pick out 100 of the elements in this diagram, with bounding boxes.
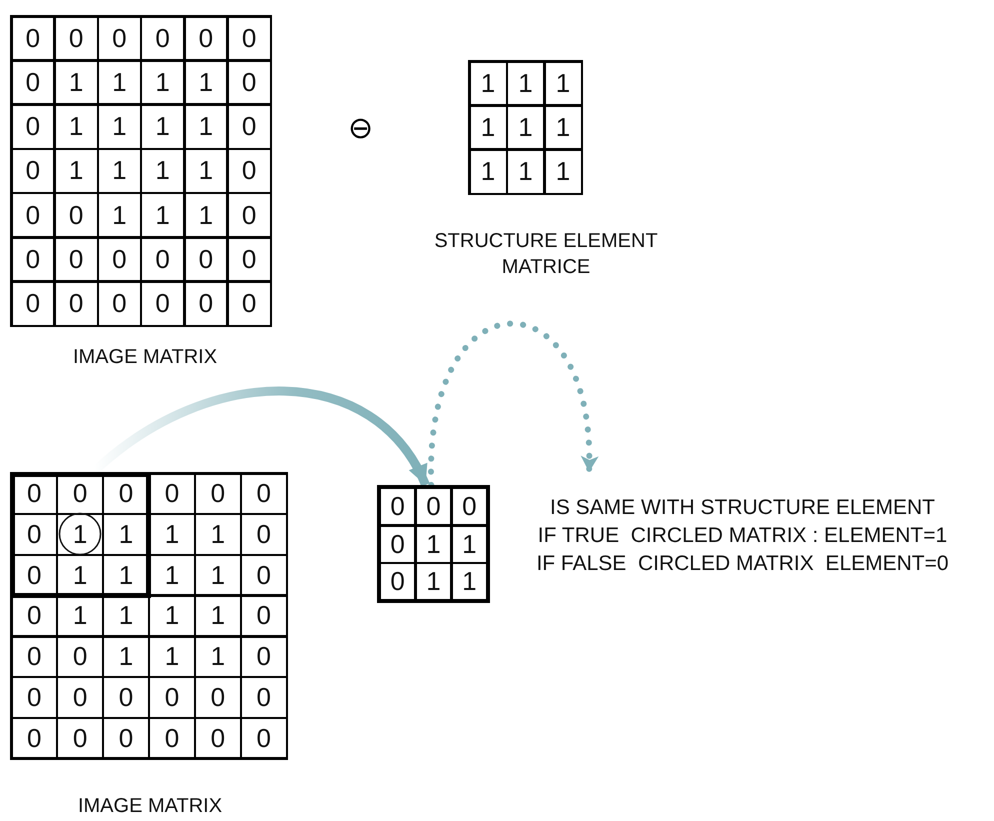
matrix-cell: 0 — [242, 556, 286, 594]
matrix-caption: IMAGE MATRIX — [76, 794, 224, 819]
matrix-cell: 1 — [104, 556, 148, 594]
matrix-cell: 0 — [104, 719, 148, 758]
matrix-cell: 0 — [104, 678, 148, 717]
matrix-cell: 1 — [56, 106, 96, 148]
matrix-cell: 0 — [12, 282, 54, 324]
matrix-cell: 0 — [56, 18, 96, 60]
matrix-cell: 1 — [58, 556, 102, 594]
matrix-cell: 0 — [242, 596, 286, 636]
matrix-cell: 0 — [56, 238, 96, 280]
matrix-cell: 1 — [470, 62, 506, 104]
matrix-cell: 0 — [12, 678, 56, 717]
matrix-cell: 0 — [150, 719, 194, 758]
matrix-cell: 1 — [196, 596, 240, 636]
matrix-cell: 1 — [99, 62, 140, 104]
matrix-cell: 1 — [56, 62, 96, 104]
matrix-cell: 1 — [142, 106, 183, 148]
matrix-cell: 1 — [58, 596, 102, 636]
matrix-cell: 0 — [381, 489, 414, 524]
matrix-cell: 0 — [99, 282, 140, 324]
matrix-cell: 0 — [12, 62, 54, 104]
matrix-cell: 1 — [452, 564, 486, 599]
matrix-cell: 1 — [546, 106, 580, 148]
matrix-cell: 1 — [546, 62, 580, 104]
matrix-cell: 1 — [142, 62, 183, 104]
matrix-cell: 0 — [56, 282, 96, 324]
matrix-cell: 0 — [58, 719, 102, 758]
matrix-cell: 0 — [56, 194, 96, 236]
matrix-cell: 1 — [508, 150, 543, 192]
matrix-caption: STRUCTURE ELEMENT MATRICE — [433, 229, 659, 280]
matrix-cell: 0 — [228, 194, 270, 236]
matrix-cell: 0 — [242, 638, 286, 676]
matrix-cell: 1 — [142, 150, 183, 192]
matrix-cell: 0 — [186, 238, 226, 280]
matrix-cell: 1 — [416, 526, 450, 562]
matrix-cell: 0 — [12, 515, 56, 554]
matrix-cell: 1 — [150, 556, 194, 594]
matrix-cell: 0 — [242, 678, 286, 717]
matrix-caption: IMAGE MATRIX — [72, 345, 218, 370]
matrix-cell: 1 — [508, 62, 543, 104]
matrix-cell: 0 — [196, 678, 240, 717]
matrix-cell: 1 — [470, 106, 506, 148]
matrix-cell: 0 — [58, 638, 102, 676]
matrix-cell: 0 — [196, 719, 240, 758]
matrix-cell: 1 — [186, 194, 226, 236]
matrix-cell: 1 — [142, 194, 183, 236]
matrix-cell: 0 — [12, 106, 54, 148]
matrix-cell: 0 — [186, 282, 226, 324]
matrix-cell: 0 — [142, 18, 183, 60]
matrix-cell: 0 — [228, 18, 270, 60]
matrix-cell: 1 — [186, 106, 226, 148]
rule-text: IF FALSE CIRCLED MATRIX ELEMENT=0 — [535, 551, 950, 577]
matrix-cell: 0 — [228, 282, 270, 324]
matrix-cell: 1 — [546, 150, 580, 192]
matrix-cell: 0 — [186, 18, 226, 60]
matrix-cell: 1 — [150, 638, 194, 676]
rule-text: IF TRUE CIRCLED MATRIX : ELEMENT=1 — [536, 523, 948, 549]
matrix-cell: 0 — [12, 18, 54, 60]
matrix-grid — [377, 485, 490, 603]
operator-symbol: ⊖ — [348, 114, 373, 144]
matrix-cell: 0 — [58, 474, 102, 513]
matrix-cell: 1 — [104, 596, 148, 636]
matrix-cell: 1 — [452, 526, 486, 562]
matrix-cell: 0 — [150, 678, 194, 717]
matrix-cell: 0 — [12, 719, 56, 758]
matrix-cell: 1 — [186, 150, 226, 192]
matrix-cell: 1 — [196, 638, 240, 676]
matrix-cell: 0 — [228, 238, 270, 280]
matrix-cell: 0 — [228, 150, 270, 192]
matrix-cell: 1 — [58, 515, 102, 554]
matrix-cell: 0 — [12, 556, 56, 594]
matrix-cell: 1 — [508, 106, 543, 148]
matrix-cell: 0 — [12, 596, 56, 636]
matrix-cell: 1 — [196, 556, 240, 594]
matrix-cell: 1 — [150, 596, 194, 636]
matrix-cell: 0 — [142, 282, 183, 324]
matrix-cell: 0 — [228, 62, 270, 104]
matrix-cell: 1 — [99, 194, 140, 236]
matrix-cell: 1 — [99, 106, 140, 148]
matrix-cell: 0 — [12, 638, 56, 676]
matrix-grid — [10, 15, 272, 327]
matrix-cell: 1 — [150, 515, 194, 554]
dotted-arrow — [428, 320, 598, 488]
matrix-cell: 1 — [104, 515, 148, 554]
matrix-cell: 1 — [56, 150, 96, 192]
matrix-cell: 1 — [470, 150, 506, 192]
matrix-cell: 0 — [12, 150, 54, 192]
matrix-cell: 0 — [242, 719, 286, 758]
matrix-cell: 0 — [99, 238, 140, 280]
matrix-grid — [10, 472, 288, 760]
matrix-cell: 0 — [12, 238, 54, 280]
matrix-cell: 1 — [104, 638, 148, 676]
matrix-cell: 1 — [186, 62, 226, 104]
matrix-cell: 0 — [452, 489, 486, 524]
matrix-grid — [468, 60, 583, 195]
matrix-cell: 0 — [12, 194, 54, 236]
matrix-cell: 0 — [242, 515, 286, 554]
matrix-cell: 1 — [416, 564, 450, 599]
matrix-cell: 0 — [381, 526, 414, 562]
